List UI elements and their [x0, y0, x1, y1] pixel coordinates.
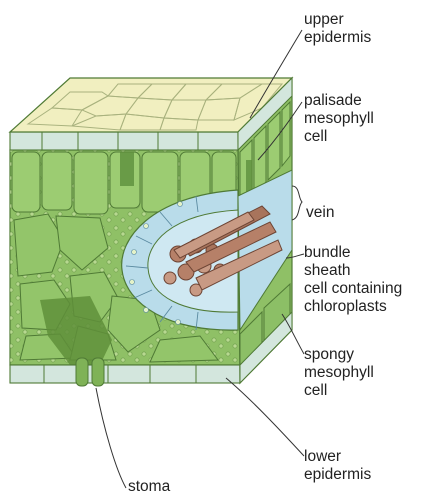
label-spongy-line3: cell [304, 382, 374, 400]
label-stoma-line1: stoma [128, 478, 170, 496]
lower-epidermis-front [10, 365, 240, 383]
label-upper-epidermis-line2: epidermis [304, 29, 371, 47]
label-palisade-line1: palisade [304, 92, 374, 110]
label-stoma: stoma [128, 478, 170, 496]
label-spongy-line2: mesophyll [304, 364, 374, 382]
label-vein-line1: vein [306, 204, 334, 222]
label-upper-epidermis-line1: upper [304, 11, 371, 29]
leader-lower-epidermis [226, 378, 304, 456]
label-bundle-sheath-line4: chloroplasts [304, 298, 402, 316]
label-lower-epidermis-line2: epidermis [304, 466, 371, 484]
label-lower-epidermis-line1: lower [304, 448, 371, 466]
label-palisade-mesophyll-cell: palisade mesophyll cell [304, 92, 374, 146]
label-lower-epidermis: lower epidermis [304, 448, 371, 484]
label-palisade-line3: cell [304, 128, 374, 146]
label-palisade-line2: mesophyll [304, 110, 374, 128]
leader-stoma [96, 388, 126, 488]
upper-epidermis-front [10, 132, 238, 150]
leader-vein-brace [292, 186, 302, 220]
label-vein: vein [306, 204, 334, 222]
label-spongy-mesophyll-cell: spongy mesophyll cell [304, 346, 374, 400]
label-bundle-sheath-line3: cell containing [304, 280, 402, 298]
label-spongy-line1: spongy [304, 346, 374, 364]
label-upper-epidermis: upper epidermis [304, 11, 371, 47]
label-bundle-sheath-line1: bundle [304, 244, 402, 262]
label-bundle-sheath-line2: sheath [304, 262, 402, 280]
label-bundle-sheath: bundle sheath cell containing chloroplas… [304, 244, 402, 316]
